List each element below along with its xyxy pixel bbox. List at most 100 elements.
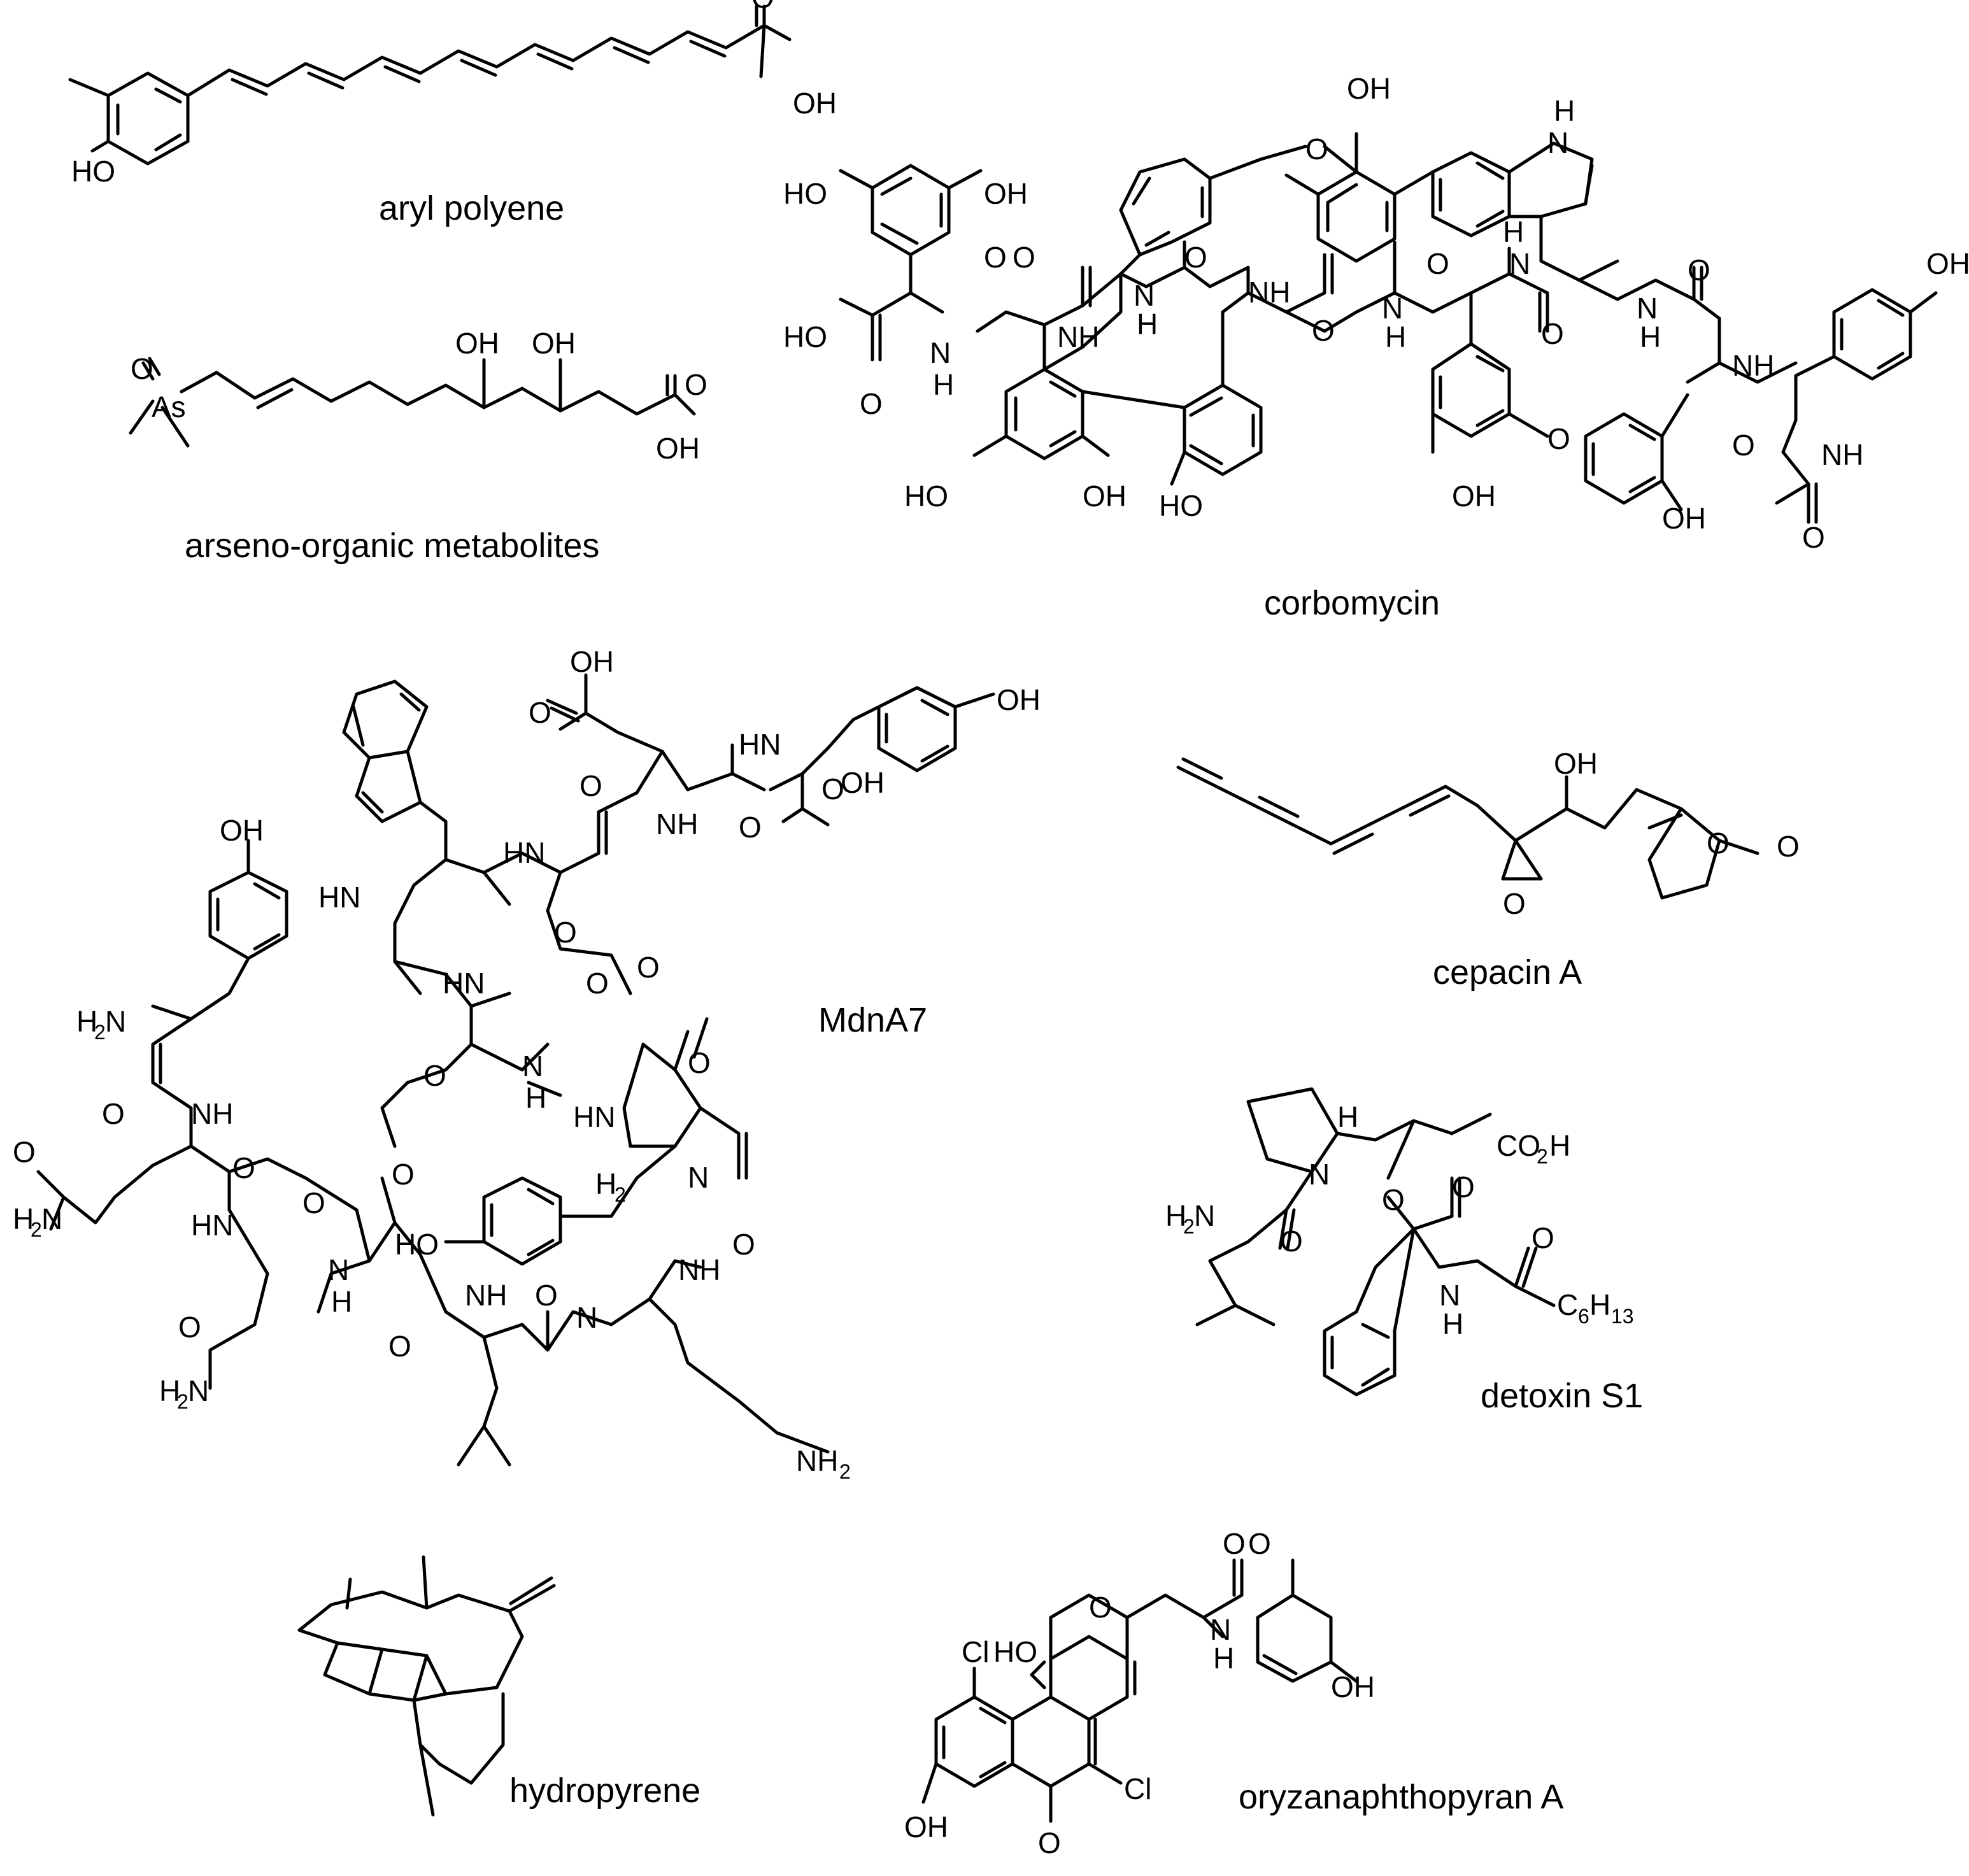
hydropyrene-name: hydropyrene	[509, 1772, 700, 1810]
mdn-h2-sub: 2	[615, 1183, 626, 1206]
mdn-h2n-1-sub: 2	[94, 1021, 106, 1044]
detoxin-h2n: H	[1165, 1199, 1186, 1232]
cepacin-carbonyl-o: O	[1777, 830, 1800, 863]
mdn-o-3: O	[554, 916, 577, 949]
corbo-ether-o-2: O	[1547, 422, 1570, 455]
corbo-acid-o: O	[860, 387, 883, 420]
corbomycin-name: corbomycin	[1264, 584, 1440, 622]
corbomycin-bonds	[839, 132, 1938, 524]
arseno-o: O	[131, 352, 153, 385]
detoxin-ester-o: O	[1382, 1183, 1405, 1216]
mdn-o-2: O	[579, 769, 602, 802]
mdn-o-15: O	[178, 1311, 201, 1344]
corbo-ho-7: HO	[1159, 489, 1203, 522]
oryza-bonds	[921, 1558, 1358, 1823]
mdn-h-5: H	[525, 1081, 546, 1114]
cepacin-epoxide-o: O	[1503, 887, 1526, 920]
corbo-indole-n: N	[1547, 126, 1568, 159]
corbo-nh-3: N	[1134, 279, 1155, 312]
mdn-h2n-3-sub: 2	[177, 1390, 188, 1413]
corbo-ho-1: HO	[783, 177, 827, 210]
arseno-name: arseno-organic metabolites	[185, 527, 599, 565]
corbo-h-5: H	[1385, 320, 1406, 353]
oryza-ho: HO	[993, 1635, 1037, 1668]
mdn-h2n-2: H	[13, 1202, 34, 1235]
cepacin-bonds	[1176, 757, 1759, 900]
mdna7-bonds	[36, 673, 995, 1467]
detoxin-name: detoxin S1	[1481, 1377, 1643, 1415]
mdn-h2n-2-sub: 2	[31, 1218, 42, 1241]
corbo-oh-right: OH	[1926, 247, 1969, 280]
mdn-o-16: O	[388, 1330, 411, 1363]
mdn-o-14: O	[535, 1279, 558, 1312]
corbo-h-3: H	[1137, 308, 1158, 341]
mdn-h2n-3-n: N	[188, 1374, 209, 1407]
mdn-hn-3: HN	[503, 836, 545, 869]
corbo-nh-4: NH	[1248, 276, 1290, 309]
aryl-carbonyl-o: O	[751, 0, 774, 14]
oryza-amide-o: O	[1223, 1527, 1246, 1560]
detoxin-sub13-h: H	[1589, 1288, 1610, 1321]
arseno-oh-1: OH	[455, 327, 499, 360]
corbo-nh-9: NH	[1821, 438, 1863, 471]
mdn-nh-1: HN	[739, 728, 781, 761]
detoxin-nh: N	[1439, 1279, 1460, 1312]
arseno-acid-o: O	[685, 368, 707, 401]
detoxin-bonds	[1195, 1087, 1556, 1396]
corbo-indole-h: H	[1554, 94, 1575, 127]
corbo-oh-2: OH	[984, 177, 1028, 210]
corbo-h-6: H	[1503, 215, 1524, 248]
corbomycin-structure: OH O H N HO OH HO O N H O NH O N H O NH …	[783, 72, 1969, 622]
hydropyrene-structure: hydropyrene	[297, 1555, 700, 1817]
corbo-ho-5: HO	[904, 480, 948, 513]
mdn-glu-o: O	[529, 696, 551, 729]
corbo-ether-o-1: O	[1305, 132, 1328, 166]
oryza-ketone-o: O	[1248, 1527, 1271, 1560]
detoxin-structure: H CO 2 H N H 2 N O O O O N H C 6 H 13 de…	[1165, 1087, 1643, 1415]
arseno-oh-2: OH	[532, 327, 576, 360]
oryzanaphthopyran-structure: Cl HO O O N H O OH Cl O OH oryzanaphthop…	[904, 1527, 1563, 1859]
corbo-o-4: O	[1312, 314, 1335, 347]
oryza-nh: N	[1210, 1613, 1231, 1646]
detoxin-c6h13: C	[1557, 1288, 1578, 1321]
corbo-nh-6: N	[1509, 247, 1530, 280]
mdn-indole-hn: HN	[318, 881, 360, 914]
detoxin-h2n-sub: 2	[1183, 1215, 1195, 1238]
corbo-o-8: O	[1732, 429, 1755, 462]
mdn-o-5: O	[637, 951, 660, 984]
arseno-bonds	[129, 357, 696, 448]
detoxin-h: H	[1337, 1100, 1358, 1133]
detoxin-h2n-n: N	[1194, 1199, 1215, 1232]
aryl-phenol-ho: HO	[71, 155, 115, 188]
mdn-nh-7: NH	[191, 1097, 233, 1130]
corbo-o-6: O	[1541, 317, 1564, 350]
mdn-o-12: O	[302, 1186, 325, 1219]
oryza-name: oryzanaphthopyran A	[1239, 1778, 1563, 1816]
corbo-acetyl-o: O	[1802, 521, 1825, 554]
corbo-o-3: O	[1184, 241, 1207, 274]
aryl-polyene-bonds	[68, 4, 792, 166]
mdn-nh-9: NH	[678, 1253, 720, 1286]
mdn-o-10: O	[232, 1151, 255, 1184]
mdn-hn-8: HN	[191, 1209, 233, 1242]
mdn-h2n-3: H	[159, 1374, 180, 1407]
detoxin-val-o: O	[1280, 1225, 1303, 1258]
corbo-o-7: O	[1688, 253, 1710, 287]
mdn-hn-6: HN	[573, 1100, 615, 1133]
corbo-o-2: O	[1013, 241, 1035, 274]
mdn-h2: H	[595, 1167, 616, 1200]
mdn-nh2-end: NH	[796, 1444, 838, 1477]
detoxin-n: N	[1309, 1158, 1330, 1191]
detoxin-co2h-h: H	[1549, 1129, 1570, 1162]
mdn-o-13: O	[732, 1228, 755, 1261]
cepacin-oh: OH	[1554, 747, 1598, 780]
mdn-acid-oh: OH	[841, 766, 885, 799]
oryza-cl-1: Cl	[962, 1635, 989, 1668]
corbo-nh-8: NH	[1732, 349, 1774, 382]
aryl-acid-oh: OH	[793, 87, 837, 120]
mdn-o-8: O	[102, 1097, 125, 1130]
detoxin-amide-o: O	[1532, 1221, 1554, 1254]
detoxin-ester-co: O	[1452, 1170, 1475, 1204]
mdn-h2n-2-n: N	[41, 1202, 62, 1235]
